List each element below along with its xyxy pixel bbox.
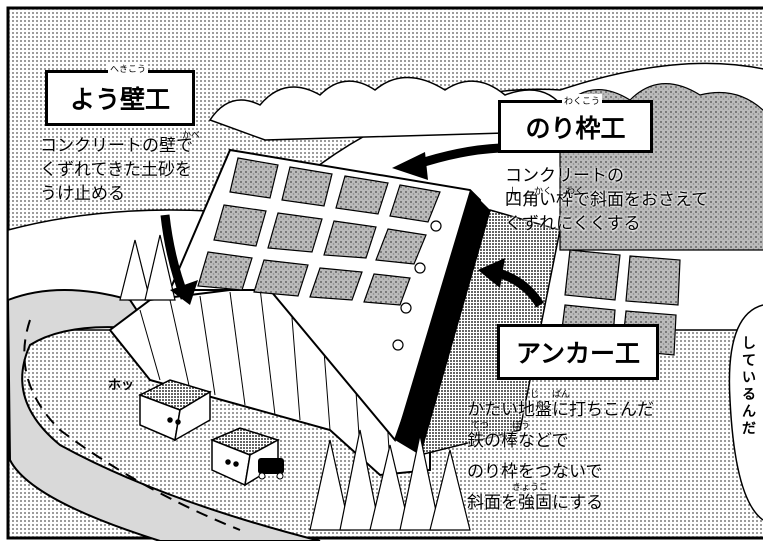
relief-sfx: ホッ (108, 378, 135, 393)
retaining-wall-description: コンクリートの壁で くずれてきた土砂を うけ止める (40, 136, 193, 204)
frame-desc-ruby-3: わく (566, 187, 585, 197)
anchor-bolts (392, 220, 442, 351)
anchor-desc-ruby-3: てつ (471, 421, 489, 431)
speech-bubble (728, 304, 763, 521)
house-left (138, 379, 212, 442)
anchor-desc-ruby-5: きょうこ (512, 483, 549, 493)
arrow-retaining-head (170, 280, 198, 305)
car (258, 458, 284, 480)
anchor-slope-right (418, 209, 561, 457)
retaining-wall-ruby: へきこう (108, 62, 149, 75)
frame-description: コンクリートの 四角い枠で斜面をおさえて くずれにくくする (505, 166, 709, 234)
frame-label: のり枠工 (498, 100, 653, 153)
anchor-side (395, 190, 490, 455)
foreground-trees (119, 234, 471, 531)
anchor-desc-ruby-2: ばん (552, 390, 571, 400)
frame-desc-ruby-1: し (510, 187, 520, 197)
retaining-wall-label: よう壁工 (45, 70, 195, 126)
road-center-line (23, 319, 241, 531)
frame-cells (197, 157, 441, 306)
anchor-desc-ruby-4: ぼう (512, 421, 531, 431)
anchor-description: かたい地盤に打ちこんだ 鉄の棒などで のり枠をつないで 斜面を強固にする (467, 400, 654, 513)
anchor-label: アンカー工 (497, 324, 659, 380)
anchor-desc-ruby-1: じ (530, 390, 540, 400)
frame-ruby: わくこう (562, 94, 603, 107)
speech-text: し て い る ん だ (742, 336, 756, 437)
frame-desc-ruby-2: かく (534, 187, 553, 197)
arrow-frame-head (392, 152, 428, 180)
arrow-anchor-head (478, 258, 505, 288)
retaining-wall-desc-ruby: かべ (182, 131, 201, 141)
